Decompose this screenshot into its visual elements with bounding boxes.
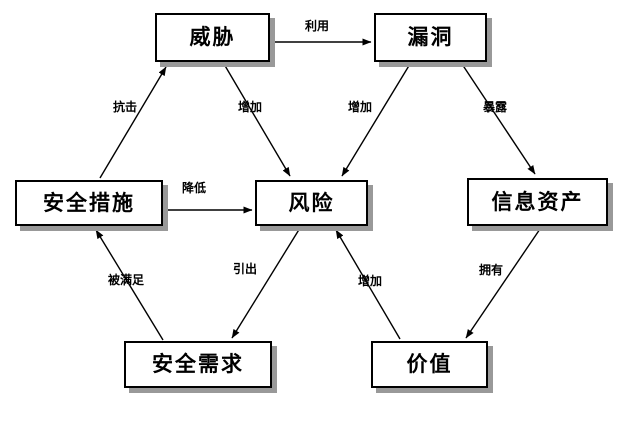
node-vulnerability[interactable]: 漏洞 [374,13,487,62]
node-label-asset: 信息资产 [491,189,584,214]
node-label-value: 价值 [406,352,453,376]
node-label-threat: 威胁 [189,25,236,49]
node-label-requirement: 安全需求 [152,352,244,376]
edge-e-asset-value [465,228,541,339]
node-risk[interactable]: 风险 [255,180,368,226]
edge-e-vuln-asset [461,63,536,175]
edge-e-risk-req [231,227,301,339]
node-label-vulnerability: 漏洞 [407,25,454,49]
node-threat[interactable]: 威胁 [155,13,270,62]
edge-label-e-risk-req: 引出 [233,262,258,276]
edge-label-e-threat-risk: 增加 [238,100,263,114]
edge-e-req-safeguard [95,229,164,341]
edge-label-e-value-risk: 增加 [358,274,383,288]
edge-e-vuln-risk [341,63,411,177]
edge-label-e-threat-vuln: 利用 [305,19,330,33]
edge-label-e-safeguard-threat: 抗击 [113,100,138,114]
node-requirement[interactable]: 安全需求 [124,341,272,388]
node-label-risk: 风险 [288,190,335,215]
edge-lines [95,38,541,341]
node-safeguard[interactable]: 安全措施 [15,180,163,226]
edge-label-e-vuln-asset: 暴露 [483,100,508,114]
edge-e-value-risk [335,229,401,340]
edge-label-e-vuln-risk: 增加 [348,100,373,114]
node-asset[interactable]: 信息资产 [467,178,608,226]
edge-e-safeguard-threat [99,66,167,179]
edge-label-e-asset-value: 拥有 [479,263,504,277]
edge-e-threat-risk [223,63,291,177]
edge-label-e-req-safeguard: 被满足 [108,273,145,287]
edge-label-e-safeguard-risk: 降低 [182,181,207,195]
node-label-safeguard: 安全措施 [43,190,135,215]
node-value[interactable]: 价值 [371,341,488,388]
